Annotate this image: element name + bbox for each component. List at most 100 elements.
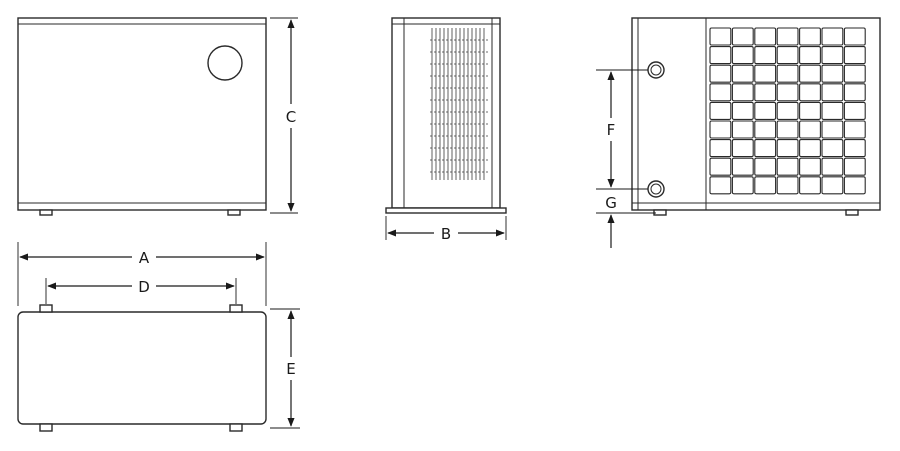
coil-cell xyxy=(731,157,754,176)
coil-cell xyxy=(821,176,844,195)
coil-cell xyxy=(754,157,777,176)
top-foot-tr xyxy=(229,304,243,313)
coil-cell xyxy=(709,120,732,139)
coil-cell xyxy=(709,157,732,176)
coil-cell xyxy=(799,27,821,46)
coil-cell xyxy=(799,64,821,83)
rear-view xyxy=(631,17,881,216)
coil-cell xyxy=(821,157,844,176)
outlet-pipe xyxy=(647,180,665,198)
coil-cell xyxy=(731,139,754,158)
coil-cell xyxy=(799,101,821,120)
coil-cell xyxy=(843,46,866,65)
coil-grid xyxy=(709,27,866,195)
coil-cell xyxy=(776,157,799,176)
front-foot-right xyxy=(227,209,241,216)
coil-cell xyxy=(799,83,821,102)
dim-g-label: G xyxy=(605,194,617,212)
dim-f-label: F xyxy=(607,121,616,139)
coil-cell xyxy=(799,157,821,176)
front-view xyxy=(17,17,267,216)
dimension-e: E xyxy=(270,308,300,429)
coil-cell xyxy=(731,46,754,65)
coil-cell xyxy=(731,27,754,46)
coil-cell xyxy=(754,120,777,139)
top-foot-tl xyxy=(39,304,53,313)
coil-cell xyxy=(731,64,754,83)
coil-cell xyxy=(731,120,754,139)
coil-cell xyxy=(709,64,732,83)
coil-cell xyxy=(843,139,866,158)
coil-cell xyxy=(821,120,844,139)
coil-cell xyxy=(754,64,777,83)
dimension-c: C xyxy=(270,17,298,214)
side-louver-waves xyxy=(430,39,488,173)
coil-cell xyxy=(731,101,754,120)
front-foot-left xyxy=(39,209,53,216)
coil-cell xyxy=(821,27,844,46)
side-body xyxy=(391,17,501,209)
dim-e-label: E xyxy=(286,360,295,378)
coil-cell xyxy=(821,83,844,102)
dimension-d: D xyxy=(45,278,237,304)
coil-cell xyxy=(821,101,844,120)
coil-cell xyxy=(731,83,754,102)
coil-cell xyxy=(731,176,754,195)
coil-cell xyxy=(754,176,777,195)
coil-cell xyxy=(754,139,777,158)
coil-cell xyxy=(821,64,844,83)
coil-cell xyxy=(799,46,821,65)
dim-b-label: B xyxy=(441,225,451,243)
dimension-b: B xyxy=(385,216,507,243)
coil-cell xyxy=(776,46,799,65)
coil-cell xyxy=(776,64,799,83)
coil-cell xyxy=(843,176,866,195)
coil-cell xyxy=(843,83,866,102)
coil-cell xyxy=(776,120,799,139)
dimension-f: F xyxy=(596,69,648,190)
coil-cell xyxy=(843,64,866,83)
side-louvers xyxy=(431,28,485,180)
coil-cell xyxy=(709,139,732,158)
coil-cell xyxy=(843,101,866,120)
coil-cell xyxy=(709,83,732,102)
coil-cell xyxy=(754,83,777,102)
coil-cell xyxy=(799,120,821,139)
dimension-g: G xyxy=(596,194,656,248)
coil-cell xyxy=(709,101,732,120)
coil-cell xyxy=(754,101,777,120)
dim-d-label: D xyxy=(138,278,150,296)
coil-cell xyxy=(709,27,732,46)
top-body xyxy=(17,311,267,425)
coil-cell xyxy=(776,83,799,102)
coil-cell xyxy=(776,27,799,46)
side-base xyxy=(385,207,507,214)
front-port-circle xyxy=(207,45,243,81)
dimension-a: A xyxy=(17,242,267,306)
rear-foot-right xyxy=(845,209,859,216)
coil-cell xyxy=(843,120,866,139)
coil-cell xyxy=(799,176,821,195)
outlet-pipe-inner xyxy=(650,183,662,195)
coil-cell xyxy=(709,46,732,65)
coil-cell xyxy=(843,157,866,176)
top-foot-bl xyxy=(39,423,53,432)
coil-cell xyxy=(754,27,777,46)
top-foot-br xyxy=(229,423,243,432)
dim-c-label: C xyxy=(286,108,296,126)
coil-cell xyxy=(799,139,821,158)
coil-cell xyxy=(821,46,844,65)
coil-cell xyxy=(821,139,844,158)
coil-cell xyxy=(843,27,866,46)
coil-cell xyxy=(754,46,777,65)
top-view xyxy=(17,304,267,432)
side-view xyxy=(385,17,507,214)
inlet-pipe-inner xyxy=(650,64,662,76)
dim-a-label: A xyxy=(139,249,150,267)
inlet-pipe xyxy=(647,61,665,79)
coil-cell xyxy=(776,176,799,195)
coil-cell xyxy=(776,139,799,158)
rear-foot-left xyxy=(653,209,667,216)
